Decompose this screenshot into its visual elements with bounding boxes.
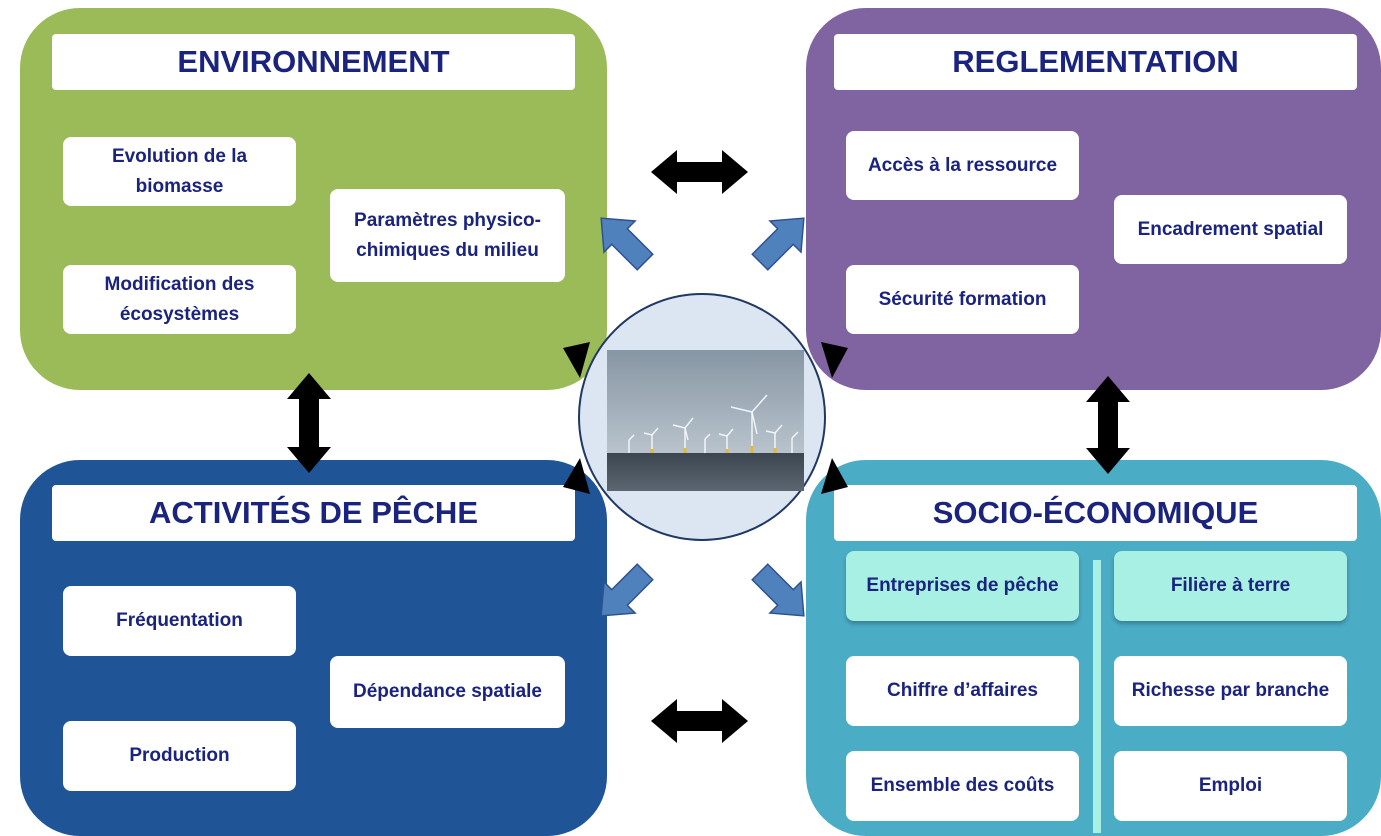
double-arrow-left [287, 373, 331, 473]
ecosystemes-box: Modification des écosystèmes [63, 265, 296, 334]
arrow-head-sw [563, 458, 590, 494]
emploi-box: Emploi [1114, 751, 1347, 821]
blue-arrow-nw [600, 217, 654, 271]
environnement-title: ENVIRONNEMENT [52, 34, 575, 90]
activites-title: ACTIVITÉS DE PÊCHE [52, 485, 575, 541]
entreprises-header: Entreprises de pêche [846, 551, 1079, 621]
double-arrow-right [1086, 376, 1130, 474]
arrow-head-se [821, 458, 848, 494]
column-divider [1093, 560, 1101, 833]
richesse-box: Richesse par branche [1114, 656, 1347, 726]
wind-farm-photo [607, 350, 804, 491]
production-box: Production [63, 721, 296, 791]
arrow-head-ne [821, 342, 848, 378]
double-arrow-bottom [651, 699, 748, 743]
encadrement-box: Encadrement spatial [1114, 195, 1347, 264]
couts-box: Ensemble des coûts [846, 751, 1079, 821]
filiere-header: Filière à terre [1114, 551, 1347, 621]
chiffre-affaires-box: Chiffre d’affaires [846, 656, 1079, 726]
arrow-head-nw [563, 342, 590, 378]
dependance-box: Dépendance spatiale [330, 656, 565, 728]
double-arrow-top [651, 150, 748, 194]
frequentation-box: Fréquentation [63, 586, 296, 656]
securite-box: Sécurité formation [846, 265, 1079, 334]
blue-arrow-sw [600, 563, 654, 617]
parametres-box: Paramètres physico-chimiques du milieu [330, 189, 565, 282]
socio-title: SOCIO-ÉCONOMIQUE [834, 485, 1357, 541]
blue-arrow-ne [751, 217, 805, 271]
acces-ressource-box: Accès à la ressource [846, 131, 1079, 200]
blue-arrow-se [751, 563, 805, 617]
reglementation-title: REGLEMENTATION [834, 34, 1357, 90]
biomasse-box: Evolution de la biomasse [63, 137, 296, 206]
